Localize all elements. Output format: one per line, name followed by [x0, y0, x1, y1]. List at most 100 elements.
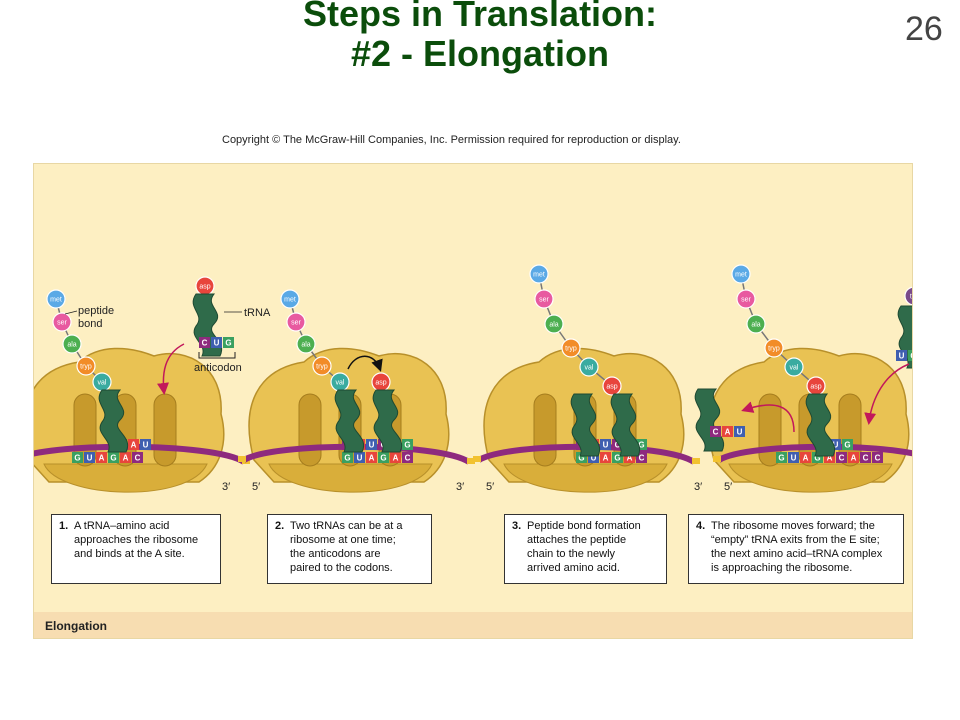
nucleotide-letter: U — [214, 339, 220, 348]
nucleotide-base — [636, 439, 647, 450]
caption-line: ribosome at one time; — [290, 534, 396, 546]
mrna-end-cap — [713, 456, 721, 462]
mrna-end-cap — [692, 458, 700, 464]
nucleotide-letter: U — [591, 454, 597, 463]
nucleotide-letter: C — [863, 454, 869, 463]
amino-acid-tryp — [764, 338, 784, 358]
nucleotide-base — [830, 439, 841, 450]
amino-acid-ala — [296, 334, 316, 354]
bottom-bar — [34, 612, 912, 638]
nucleotide-base — [612, 452, 623, 463]
amino-acid-label: met — [533, 272, 545, 279]
nucleotide-base — [776, 452, 787, 463]
amino-acid-ser — [534, 289, 554, 309]
caption-line: and binds at the A site. — [74, 548, 185, 560]
nucleotide-base — [600, 452, 611, 463]
nucleotide-base — [636, 452, 647, 463]
amino-acid-label: ala — [67, 342, 76, 349]
amino-acid-val — [784, 357, 804, 377]
amino-acid-met — [46, 289, 66, 309]
nucleotide-letter: G — [380, 454, 386, 463]
nucleotide-letter: A — [851, 454, 857, 463]
nucleotide-letter: A — [803, 454, 809, 463]
caption-line: paired to the codons. — [290, 562, 393, 574]
nucleotide-base — [908, 350, 912, 361]
anticodon-label: anticodon — [194, 362, 242, 374]
trna-molecule — [334, 389, 365, 453]
title-line-1: Steps in Translation: — [302, 0, 658, 34]
nucleotide-letter: G — [638, 441, 644, 450]
amino-acid-label: val — [336, 380, 345, 387]
amino-acid-ser — [52, 312, 72, 332]
amino-acid-label: met — [735, 272, 747, 279]
amino-acid-label: ala — [751, 322, 760, 329]
nucleotide-letter: G — [814, 454, 820, 463]
ribosome — [708, 347, 910, 493]
exit-arrow — [741, 401, 795, 433]
ribosome-site-a — [153, 393, 177, 467]
amino-acid-label: ser — [741, 297, 751, 304]
nucleotide-letter: A — [827, 454, 833, 463]
trna-molecule — [610, 393, 641, 457]
amino-acid-label: ser — [57, 320, 67, 327]
amino-acid-label: tryp — [316, 364, 328, 371]
nucleotide-base — [120, 452, 131, 463]
nucleotide-letter: G — [778, 454, 784, 463]
ribosome-site-e — [298, 393, 322, 467]
nucleotide-letter: U — [833, 441, 839, 450]
nucleotide-letter: U — [87, 454, 93, 463]
amino-acid-label: asp — [606, 384, 617, 391]
nucleotide-letter: A — [131, 441, 137, 450]
nucleotide-base — [600, 439, 611, 450]
nucleotide-base — [842, 439, 853, 450]
nucleotide-base — [378, 452, 389, 463]
nucleotide-letter: U — [737, 428, 743, 437]
caption-number: 3. — [512, 520, 522, 532]
nucleotide-base — [72, 452, 83, 463]
nucleotide-letter: G — [74, 454, 80, 463]
elongation-diagram: GUAGACCAUmetseralatrypvalpeptidebondaspC… — [34, 264, 912, 493]
amino-acid-label: asp — [375, 380, 386, 387]
three-prime-label: 3′ — [456, 481, 464, 493]
amino-acid-label: val — [98, 380, 107, 387]
amino-acid-label: thr — [910, 294, 912, 301]
amino-acid-label: tryp — [565, 346, 577, 353]
label-leader — [64, 310, 78, 315]
amino-acid-label: asp — [199, 284, 210, 291]
caption-step-3: 3. Peptide bond formation attaches the p… — [504, 514, 667, 584]
nucleotide-base — [812, 452, 823, 463]
nucleotide-letter: G — [404, 441, 410, 450]
nucleotide-letter: C — [713, 428, 719, 437]
amino-acid-label: ala — [549, 322, 558, 329]
nucleotide-base — [223, 337, 234, 348]
nucleotide-base — [140, 439, 151, 450]
title-line-2: #2 - Elongation — [350, 33, 609, 74]
caption-line: “empty” tRNA exits from the E site; — [711, 534, 880, 546]
nucleotide-base — [366, 439, 377, 450]
anticodon-bracket — [198, 352, 236, 359]
five-prime-label: 5′ — [486, 481, 494, 493]
nucleotide-letter: G — [910, 352, 912, 361]
copyright-notice: Copyright © The McGraw-Hill Companies, I… — [222, 134, 681, 146]
caption-line: arrived amino acid. — [527, 562, 620, 574]
amino-acid-label: ser — [539, 297, 549, 304]
amino-acid-thr — [904, 286, 912, 306]
nucleotide-letter: G — [844, 441, 850, 450]
nucleotide-base — [710, 426, 721, 437]
ribosome-site-e — [533, 393, 557, 467]
nucleotide-letter: U — [369, 441, 375, 450]
amino-acid-met — [529, 264, 549, 284]
nucleotide-letter: A — [603, 454, 609, 463]
nucleotide-base — [96, 452, 107, 463]
amino-acid-tryp — [312, 356, 332, 376]
nucleotide-letter: G — [344, 454, 350, 463]
amino-acid-ala — [746, 314, 766, 334]
caption-line: approaches the ribosome — [74, 534, 199, 546]
amino-acid-ala — [62, 334, 82, 354]
nucleotide-base — [612, 439, 623, 450]
nucleotide-letter: U — [899, 352, 905, 361]
nucleotide-base — [84, 452, 95, 463]
nucleotide-base — [366, 452, 377, 463]
page-title: Steps in Translation: #2 - Elongation — [0, 0, 960, 74]
nucleotide-letter: U — [791, 454, 797, 463]
